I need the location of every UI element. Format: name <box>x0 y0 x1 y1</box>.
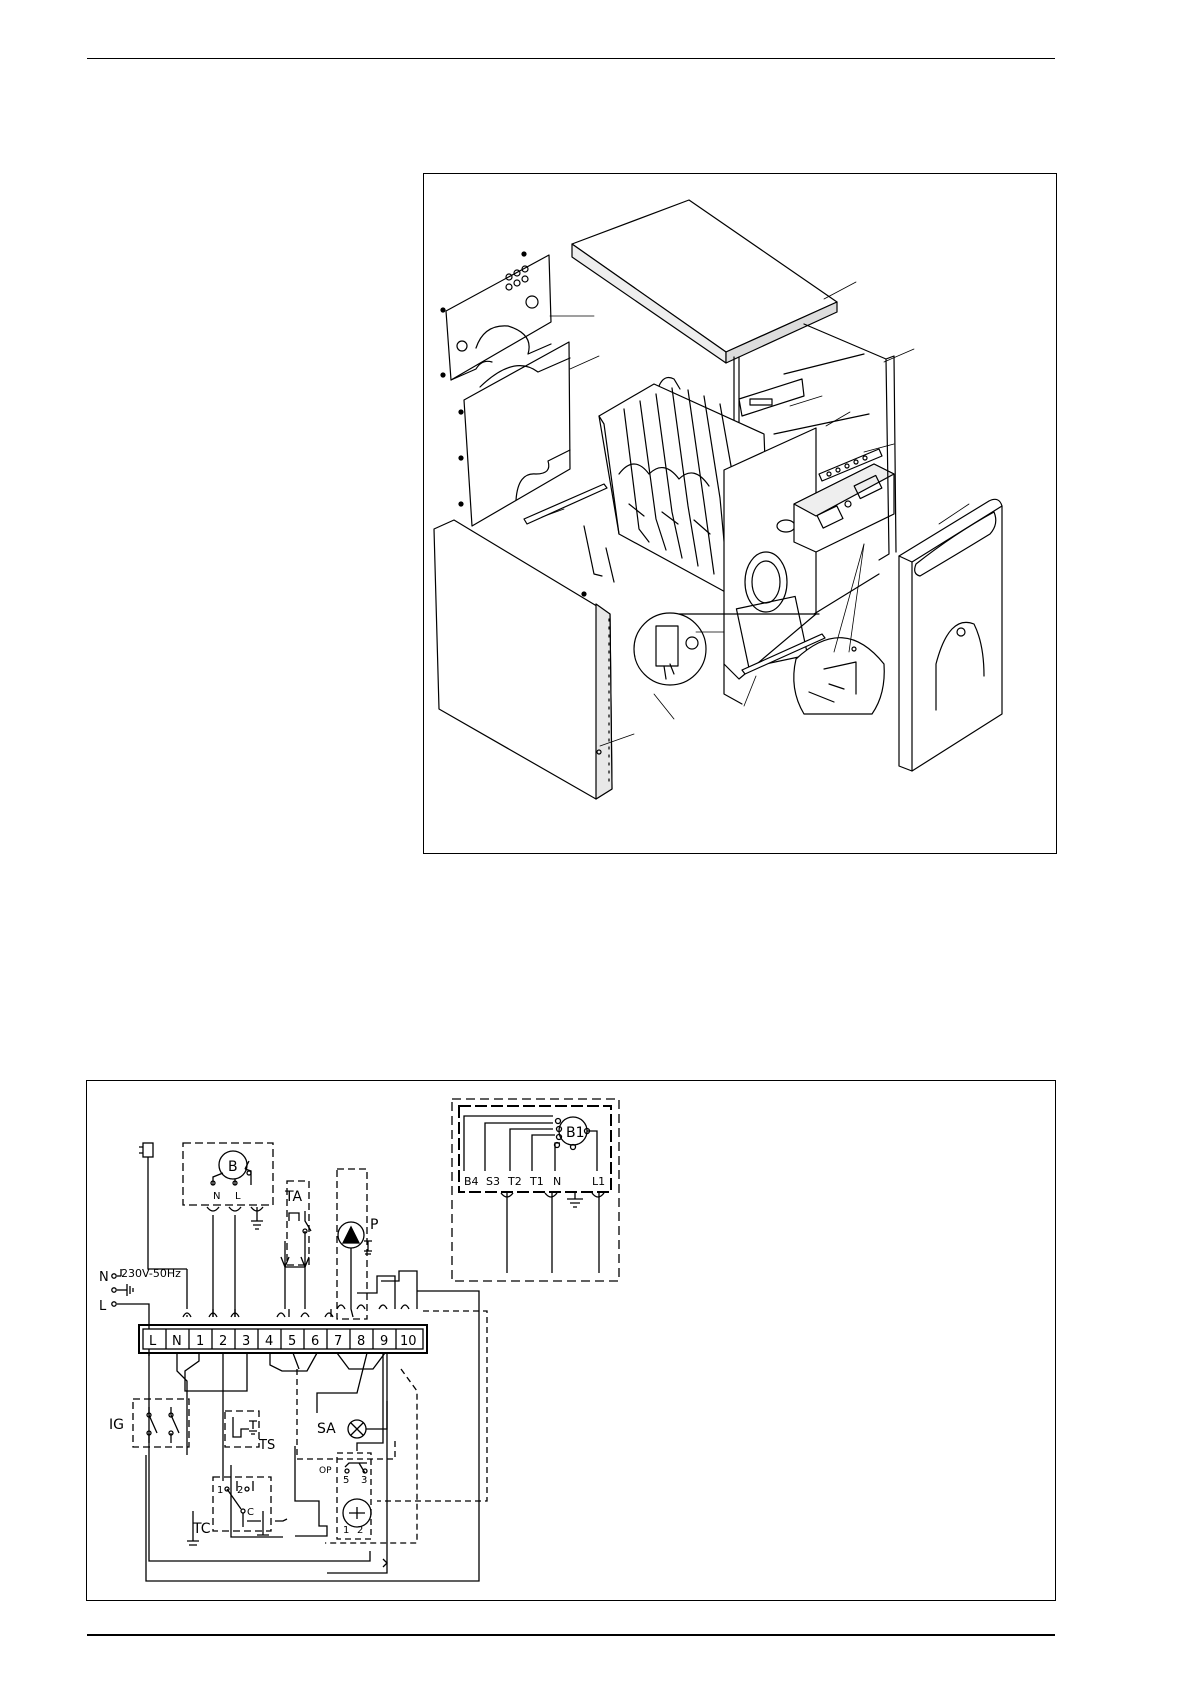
timer-contact-1: 1 <box>343 1525 349 1536</box>
timer-contact-5: 5 <box>343 1475 349 1486</box>
timer-contact-3: 3 <box>361 1475 367 1486</box>
burner-connector-label: B1 <box>566 1125 585 1141</box>
safety-thermostat: TS <box>225 1411 275 1453</box>
exploded-view-frame <box>423 173 1057 854</box>
supply-voltage-label: 230V-50Hz <box>121 1267 181 1280</box>
safety-thermostat-label: TS <box>258 1438 275 1453</box>
boiler-thermostat-contact-c: C <box>247 1507 254 1518</box>
connector-pin-n: N <box>553 1175 561 1188</box>
connector-pin-t2: T2 <box>507 1175 522 1188</box>
terminal-l: L <box>149 1334 157 1349</box>
front-door-panel <box>899 499 1002 771</box>
terminal-1: 1 <box>196 1334 204 1349</box>
burner-connector-block: B1 B4 S3 T2 T1 N L1 <box>452 1099 619 1281</box>
circulation-pump: P <box>337 1169 378 1319</box>
exploded-view-drawing <box>424 174 1056 853</box>
terminal-9: 9 <box>380 1334 388 1349</box>
connector-pin-t1: T1 <box>529 1175 544 1188</box>
terminal-7: 7 <box>334 1334 342 1349</box>
pump-label: P <box>370 1217 378 1233</box>
supply-l-label: L <box>99 1299 107 1314</box>
terminal-3: 3 <box>242 1334 250 1349</box>
terminal-6: 6 <box>311 1334 319 1349</box>
terminal-8: 8 <box>357 1334 365 1349</box>
supply-n-label: N <box>99 1270 109 1285</box>
terminal-5: 5 <box>288 1334 296 1349</box>
burner-pin-l: L <box>235 1191 241 1202</box>
connector-pin-l1: L1 <box>592 1175 605 1188</box>
safety-lamp: SA <box>317 1401 387 1438</box>
room-thermostat: TA <box>281 1181 311 1309</box>
terminal-2: 2 <box>219 1334 227 1349</box>
timer-contact-2: 2 <box>357 1525 363 1536</box>
wiring-diagram-frame: B1 B4 S3 T2 T1 N L1 N 230V-50Hz L <box>86 1080 1056 1601</box>
connector-pin-b4: B4 <box>464 1175 479 1188</box>
room-thermostat-label: TA <box>284 1189 302 1205</box>
bracket-detail <box>794 638 884 714</box>
header-rule <box>87 58 1055 59</box>
burner-pin-n: N <box>213 1191 220 1202</box>
connector-pin-s3: S3 <box>486 1175 500 1188</box>
boiler-thermostat-contact-2: 2 <box>237 1485 243 1496</box>
burner-label: B <box>228 1159 238 1175</box>
plug-symbol <box>139 1143 187 1269</box>
burner-motor: B N L <box>183 1143 273 1317</box>
wiring-diagram-drawing: B1 B4 S3 T2 T1 N L1 N 230V-50Hz L <box>87 1081 1055 1600</box>
terminal-4: 4 <box>265 1334 273 1349</box>
boiler-thermostat-label: TC <box>192 1521 211 1537</box>
hinge-detail <box>634 613 706 685</box>
left-side-panel <box>434 520 612 799</box>
timer-label: OP <box>319 1466 332 1476</box>
boiler-thermostat-contact-1: 1 <box>217 1485 223 1496</box>
terminal-n: N <box>172 1334 182 1349</box>
terminal-10: 10 <box>400 1334 417 1349</box>
footer-rule <box>87 1634 1055 1636</box>
main-switch-label: IG <box>109 1417 124 1433</box>
safety-lamp-label: SA <box>317 1421 336 1437</box>
